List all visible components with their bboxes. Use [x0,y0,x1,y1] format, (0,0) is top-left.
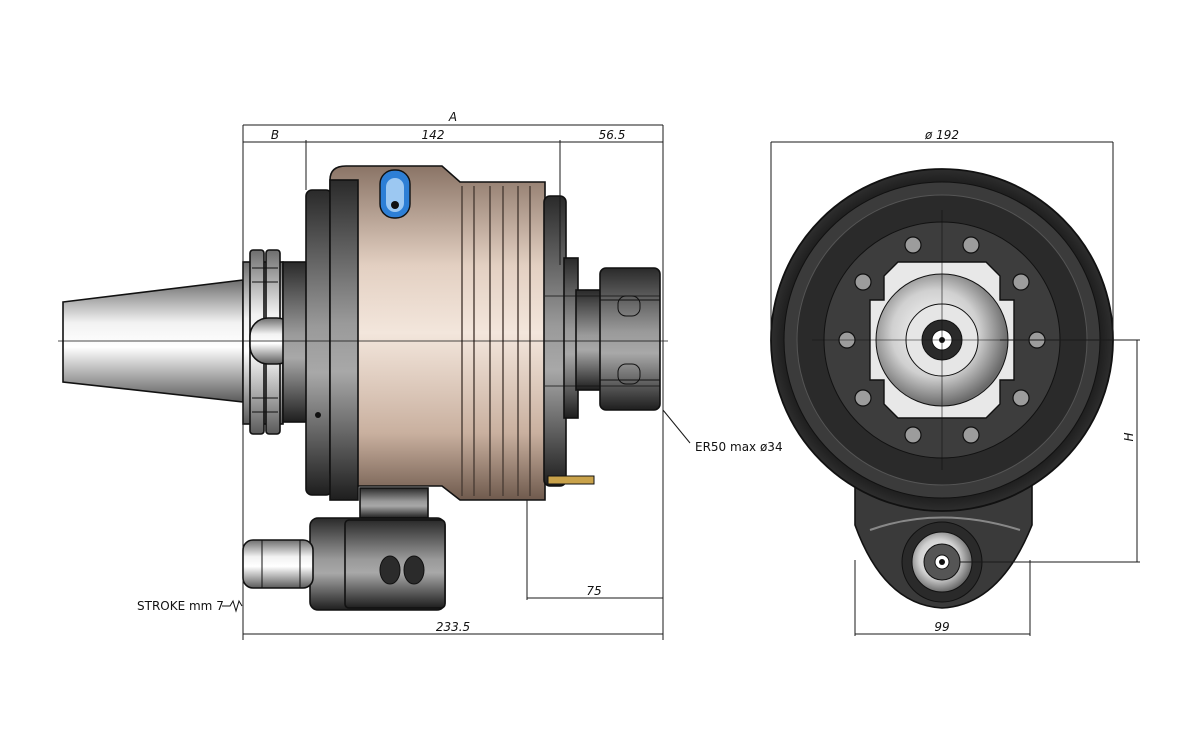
dim-142: 142 [422,128,445,142]
collet-label: ER50 max ø34 [695,440,783,454]
dim-233-5: 233.5 [436,620,470,634]
dim-A: A [448,110,457,124]
dim-99: 99 [934,620,949,634]
side-view [58,165,668,611]
dim-diameter-192: ø 192 [924,128,959,142]
stroke-symbol [222,599,243,613]
dim-56-5: 56.5 [599,128,626,142]
front-view [770,168,1114,609]
stroke-label: STROKE mm 7 [137,599,224,613]
dim-B: B [271,128,279,142]
coolant-block [359,487,429,519]
dim-75: 75 [586,584,601,598]
side-dimensions [242,124,691,640]
collet-nut [599,267,661,411]
rear-housing [305,189,333,496]
main-body [329,165,546,501]
coolant-nipple [242,539,314,589]
dim-H: H [1122,432,1136,441]
spindle-nose [575,289,603,391]
front-dimensions [770,141,1140,636]
rear-ring [282,261,310,423]
